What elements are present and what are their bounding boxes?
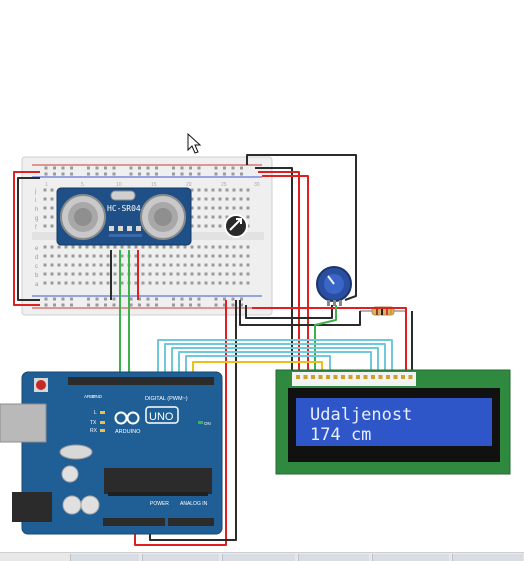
model-label: UNO [149,411,174,423]
toolbar-tab[interactable] [372,554,449,561]
crystal [110,190,136,201]
breadboard-column-numbers: 1 5 10 15 20 25 30 [45,182,260,188]
row-letter: h [35,207,38,213]
column-number: 10 [116,182,122,188]
analog-header [168,518,214,526]
lcd-line-1: Udaljenost [310,405,412,425]
reset-button [36,380,46,390]
lcd-pin[interactable] [378,375,383,379]
lcd-pin[interactable] [348,375,353,379]
breadboard-row-letters-bottom: e d c b a [35,246,39,288]
lcd-pin[interactable] [363,375,368,379]
lcd-display[interactable]: Udaljenost 174 cm [275,369,511,475]
lcd-pin[interactable] [303,375,308,379]
row-letter: a [35,282,39,288]
column-number: 20 [186,182,192,188]
gnd-label: GND [92,394,103,399]
toolbar-tab[interactable] [452,554,523,561]
on-label: ON [204,421,211,426]
digital-label: DIGITAL (PWM~) [145,396,188,402]
bottom-toolbar [0,552,524,561]
lcd-pins [296,375,413,379]
lcd-pin[interactable] [393,375,398,379]
power-header [103,518,165,526]
lcd-screen [296,398,492,446]
column-number: 30 [254,182,260,188]
toolbar-tab[interactable] [142,554,219,561]
column-number: 25 [221,182,227,188]
row-letter: j [34,189,36,195]
arduino-logo [114,411,140,425]
atmega-chip [104,468,212,494]
row-letter: b [35,273,39,279]
column-number: 1 [45,182,48,188]
row-letter: f [35,225,37,231]
power-jack [12,492,52,522]
aref-label: AREF [84,394,96,399]
lcd-pin[interactable] [326,375,330,379]
toolbar-tab[interactable] [298,554,369,561]
tx-label: TX [90,420,97,426]
lcd-pin[interactable] [371,375,375,379]
arduino-uno[interactable]: DIGITAL (PWM~) AREF GND L TX RX ARDUINO … [0,371,223,535]
lcd-pin-header [292,372,416,386]
usb-port [0,403,47,443]
lcd-pin[interactable] [318,375,323,379]
analog-label: ANALOG IN [180,501,208,507]
lcd-pin[interactable] [311,375,315,379]
lcd-pin[interactable] [386,375,390,379]
lcd-pin[interactable] [401,375,405,379]
lcd-pin[interactable] [356,375,360,379]
toolbar-tab[interactable] [222,554,295,561]
breadboard-row-letters-top: j i h g f [34,189,38,231]
brand-label: ARDUINO [115,429,141,435]
rotate-knob-icon[interactable] [224,214,248,238]
row-letter: d [35,255,38,261]
digital-header [68,377,214,385]
lcd-line-2: 174 cm [310,425,371,445]
row-letter: c [35,264,38,270]
led-l-label: L [94,410,97,416]
lcd-pin[interactable] [333,375,338,379]
rx-label: RX [90,428,98,434]
column-number: 5 [81,182,84,188]
ultrasonic-sensor[interactable]: HC-SR04 [56,187,192,246]
lcd-pin[interactable] [341,375,345,379]
sensor-model-label: HC-SR04 [107,204,141,213]
crystal-oscillator [59,444,93,460]
toolbar-tab[interactable] [70,554,139,561]
column-number: 15 [151,182,157,188]
potentiometer[interactable] [316,266,352,306]
lcd-pin[interactable] [408,375,413,379]
mouse-pointer-icon [187,132,202,154]
lcd-pin[interactable] [296,375,300,379]
potentiometer-icon [327,275,335,285]
row-letter: e [35,246,39,252]
row-letter: g [35,216,38,222]
power-label: POWER [150,501,169,507]
row-letter: i [35,198,36,204]
